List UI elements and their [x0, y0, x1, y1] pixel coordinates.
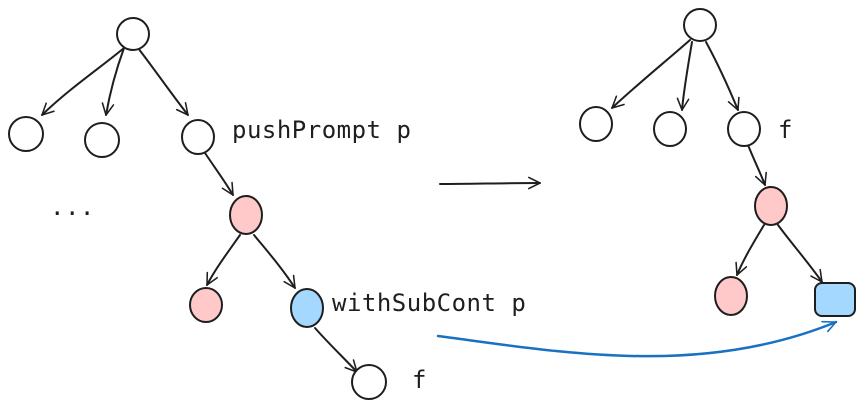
- edge-pink-to-pinkchild: [206, 234, 241, 286]
- right-child-node-2: [653, 111, 687, 147]
- right-edge-root-to-child1: [611, 39, 691, 109]
- right-tree: f: [579, 8, 856, 317]
- edge-root-to-child2: [101, 47, 125, 116]
- left-tree: ... pushPrompt p withSubCont p f: [8, 17, 526, 400]
- edge-root-to-child1: [41, 47, 125, 116]
- edge-pink-to-blue: [253, 234, 296, 289]
- right-edge-pink-to-pinkchild: [735, 224, 765, 276]
- right-f-label: f: [778, 116, 793, 144]
- right-pink-node: [754, 186, 788, 226]
- edge-blue-to-f: [314, 327, 358, 373]
- left-pink-node: [229, 195, 263, 235]
- right-child-node-1: [579, 106, 613, 142]
- subcont-connector-arrow: [436, 320, 838, 358]
- left-f-node: [351, 364, 387, 400]
- left-pink-child-node: [189, 287, 223, 323]
- left-root-node: [116, 17, 150, 51]
- push-prompt-label: pushPrompt p: [232, 116, 411, 144]
- left-blue-node: [290, 288, 324, 328]
- left-child-node-2: [84, 122, 120, 158]
- right-edge-to-pink: [747, 144, 767, 186]
- left-prompt-node: [181, 119, 215, 155]
- right-root-node: [683, 8, 717, 42]
- right-prompt-node: [727, 111, 761, 147]
- left-f-label: f: [412, 366, 427, 394]
- edge-prompt-to-pink: [204, 152, 234, 196]
- left-child-node-1: [8, 116, 44, 152]
- right-pink-child-node: [714, 276, 748, 316]
- right-blue-box-node: [814, 282, 856, 317]
- edge-root-to-child3: [137, 47, 189, 116]
- with-sub-cont-label: withSubCont p: [332, 289, 526, 317]
- ellipsis-label: ...: [50, 193, 95, 221]
- right-edge-root-to-child2: [676, 41, 693, 111]
- right-edge-root-to-child3: [705, 41, 740, 111]
- transform-arrow: [439, 176, 541, 190]
- right-edge-pink-to-blue: [777, 224, 823, 283]
